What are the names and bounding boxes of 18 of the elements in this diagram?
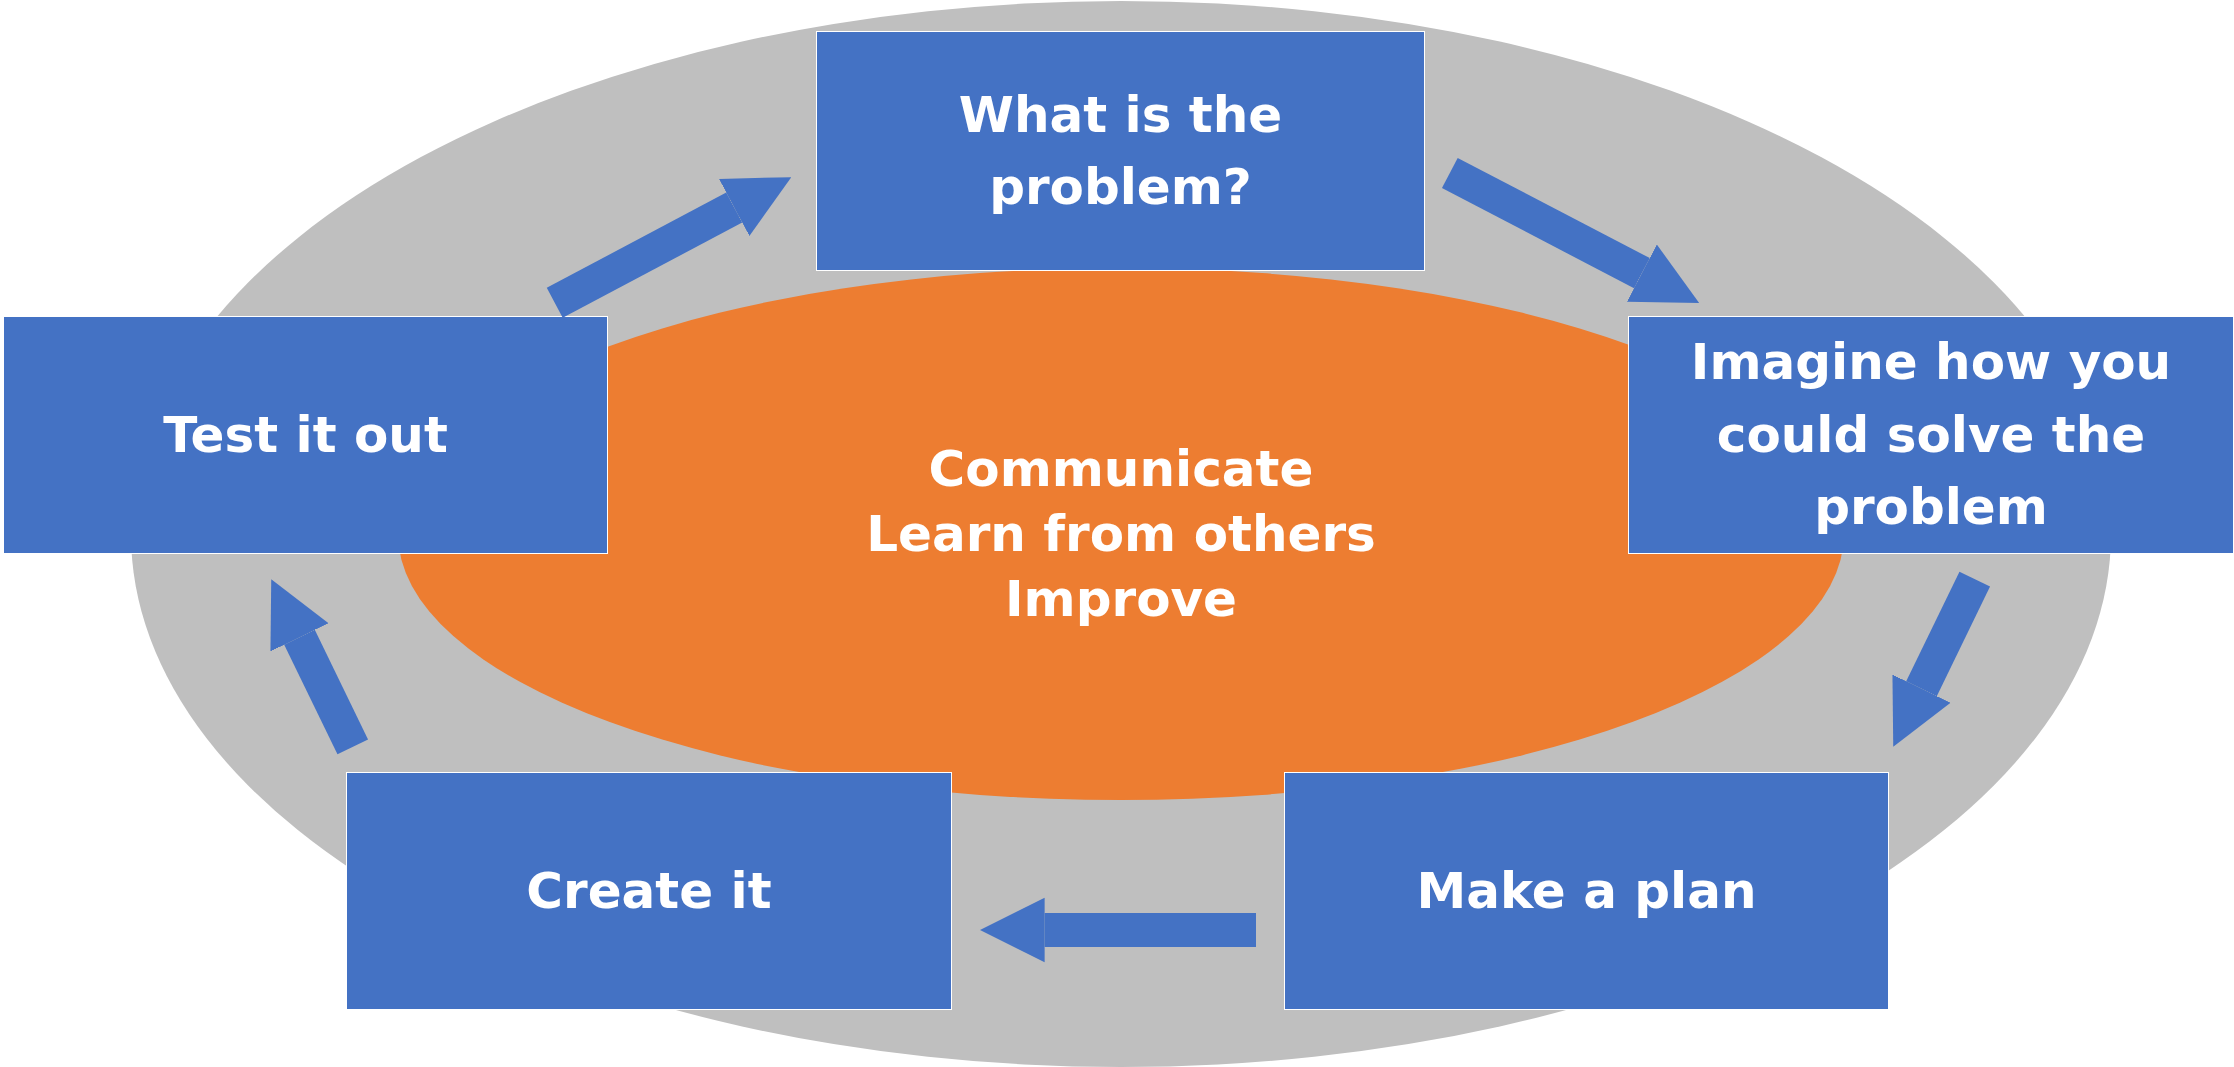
process-box xyxy=(1628,316,2234,554)
process-box xyxy=(3,316,608,554)
block-arrow xyxy=(1892,571,1991,747)
block-arrow xyxy=(546,177,792,318)
process-box xyxy=(1284,772,1889,1010)
step-text: Improve xyxy=(1004,568,1238,630)
step-text: Test it out xyxy=(163,404,448,466)
step-text: Create it xyxy=(526,860,772,922)
process-box xyxy=(346,772,952,1010)
step-text: Make a plan xyxy=(1416,860,1757,922)
step-text: Imagine how you could solve the problem xyxy=(1689,332,2173,539)
step-text: What is the problem? xyxy=(957,84,1284,218)
process-box xyxy=(816,31,1425,271)
step-text: Communicate xyxy=(927,438,1315,500)
block-arrow xyxy=(270,579,369,755)
step-text: Learn from others xyxy=(866,503,1376,565)
block-arrow xyxy=(980,897,1256,963)
block-arrow xyxy=(1442,157,1700,304)
